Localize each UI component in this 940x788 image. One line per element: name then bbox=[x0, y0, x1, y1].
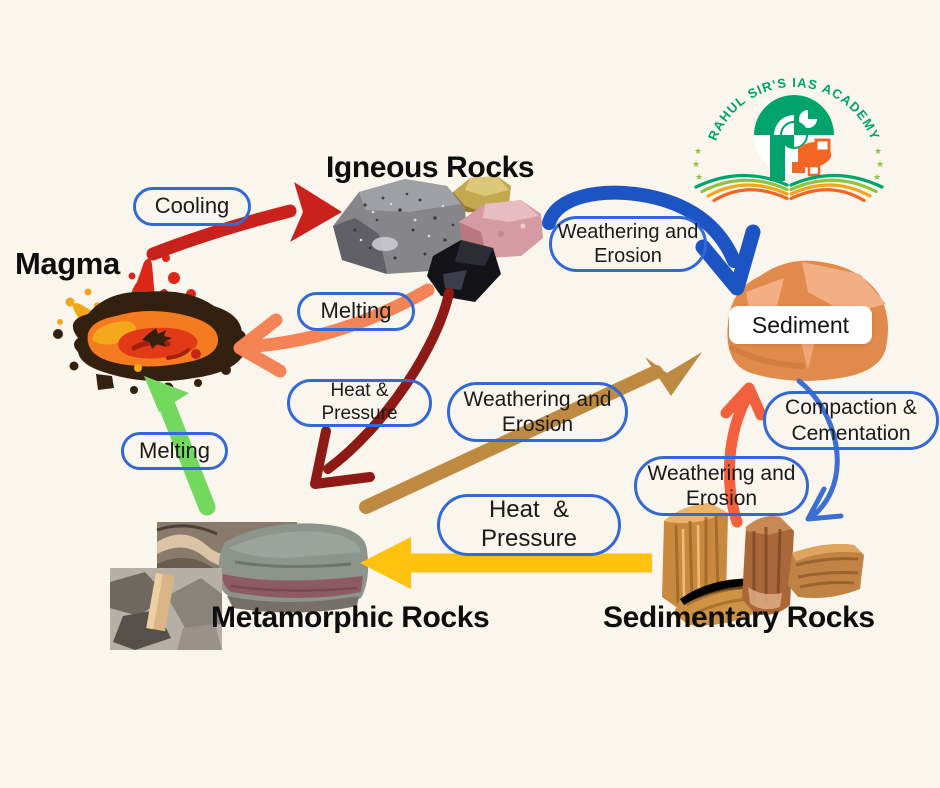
wood-chunk-middle bbox=[742, 516, 794, 615]
pill-melting-igneous: Melting bbox=[297, 292, 415, 331]
granite-rock-illustration bbox=[333, 179, 468, 274]
rubble-photo-illustration bbox=[110, 568, 222, 650]
obsidian-rock-illustration bbox=[427, 240, 501, 302]
metamorphic-rocks-title: Metamorphic Rocks bbox=[211, 601, 490, 634]
sedimentary-rocks-title: Sedimentary Rocks bbox=[603, 601, 875, 634]
svg-text:★: ★ bbox=[873, 172, 881, 182]
sediment-label: Sediment bbox=[729, 306, 872, 344]
pill-heat-pressure-sedimentary: Heat & Pressure bbox=[437, 494, 621, 556]
pill-weathering-metamorphic-line2: Erosion bbox=[501, 413, 574, 436]
magma-title: Magma bbox=[15, 246, 120, 281]
arrow-melting-metamorphic bbox=[144, 376, 216, 516]
pill-melting-igneous-label: Melting bbox=[320, 298, 392, 324]
pill-compaction-line2: Cementation bbox=[791, 421, 911, 445]
pill-weathering-sedimentary-line1: Weathering and bbox=[647, 461, 796, 485]
metamorphic-rocks-image bbox=[110, 522, 369, 650]
pill-weathering-sedimentary: Weathering and Erosion bbox=[634, 456, 809, 516]
svg-text:★: ★ bbox=[694, 146, 702, 156]
pill-weathering-metamorphic: Weathering and Erosion bbox=[447, 382, 628, 442]
pill-compaction-cementation: Compaction & Cementation bbox=[763, 391, 939, 450]
sedimentary-rocks-image bbox=[662, 503, 864, 626]
pill-heat-pressure-sedimentary-line1: Heat & bbox=[488, 496, 570, 524]
arrow-compaction bbox=[796, 378, 844, 522]
igneous-rocks-title: Igneous Rocks bbox=[326, 151, 535, 184]
magma-illustration bbox=[53, 254, 249, 394]
logo-emblem bbox=[754, 95, 834, 181]
svg-text:★: ★ bbox=[692, 159, 700, 169]
pill-melting-metamorphic: Melting bbox=[121, 432, 228, 470]
academy-logo: RAHUL SIR'S IAS ACADEMY ★ ★ ★ ★ ★ ★ bbox=[692, 75, 884, 203]
wood-chunk-right bbox=[788, 544, 864, 598]
svg-text:★: ★ bbox=[874, 146, 882, 156]
pill-cooling-label: Cooling bbox=[154, 193, 230, 219]
pill-cooling: Cooling bbox=[133, 187, 251, 226]
pill-weathering-igneous: Weathering and Erosion bbox=[549, 216, 707, 272]
pill-weathering-igneous-line2: Erosion bbox=[594, 245, 662, 267]
pill-weathering-igneous-line1: Weathering and bbox=[557, 221, 699, 243]
pill-weathering-sedimentary-line2: Erosion bbox=[685, 487, 758, 510]
pill-heat-pressure-sedimentary-line2: Pressure bbox=[480, 525, 578, 552]
logo-stars: ★ ★ ★ ★ ★ ★ bbox=[692, 146, 884, 182]
pill-heat-pressure-igneous-line1: Heat & bbox=[330, 380, 389, 402]
arrow-cooling bbox=[146, 182, 342, 261]
arrow-weathering-igneous bbox=[542, 185, 761, 296]
slate-slab-illustration bbox=[218, 523, 369, 613]
svg-text:★: ★ bbox=[695, 172, 703, 182]
igneous-rocks-image bbox=[333, 176, 543, 302]
pill-weathering-metamorphic-line1: Weathering and bbox=[463, 387, 612, 411]
logo-book bbox=[694, 173, 884, 203]
logo-orange-blocks bbox=[792, 138, 832, 177]
magma-splat bbox=[53, 254, 249, 394]
pill-heat-pressure-igneous: Heat & Pressure bbox=[287, 379, 432, 427]
arrow-heat-pressure-sedimentary bbox=[360, 537, 652, 589]
pill-compaction-line1: Compaction & bbox=[785, 396, 917, 420]
pill-heat-pressure-igneous-line2: Pressure bbox=[321, 403, 398, 424]
svg-text:★: ★ bbox=[876, 159, 884, 169]
pill-melting-metamorphic-label: Melting bbox=[139, 437, 210, 463]
